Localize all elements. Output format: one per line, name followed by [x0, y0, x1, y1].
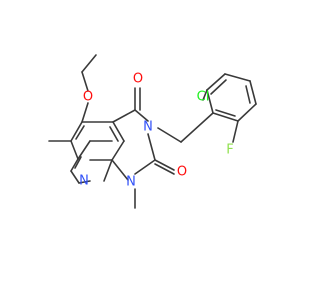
- bond: [237, 103, 257, 122]
- bond: [111, 159, 129, 181]
- bond: [249, 80, 257, 105]
- bond: [154, 159, 175, 171]
- bond: [224, 73, 251, 82]
- c2-carbonyl-oxygen-label: O: [177, 165, 187, 180]
- bond: [81, 71, 89, 92]
- bond: [103, 159, 113, 182]
- bond: [206, 73, 226, 91]
- bond: [157, 127, 182, 143]
- c4-carbonyl-oxygen-label: O: [133, 72, 143, 87]
- atom-labels: Cl F O O N O N N: [79, 72, 234, 190]
- bond: [81, 102, 89, 123]
- bond: [134, 109, 149, 122]
- bond: [112, 109, 136, 123]
- bond: [70, 158, 79, 172]
- bond: [134, 159, 156, 175]
- bond: [74, 156, 82, 169]
- molecule-diagram: Cl F O O N O N N: [48, 54, 257, 209]
- bond: [111, 140, 125, 161]
- bond: [202, 89, 208, 101]
- bond: [109, 126, 119, 142]
- bond: [232, 120, 239, 143]
- bond: [70, 170, 80, 184]
- structure-svg: Cl F O O N O N N: [48, 54, 257, 209]
- bond: [210, 79, 227, 95]
- bond: [212, 112, 239, 122]
- bond: [215, 109, 236, 117]
- bond: [70, 121, 83, 142]
- bond: [112, 121, 125, 142]
- bond: [245, 85, 251, 104]
- bond: [180, 112, 214, 143]
- bond: [154, 163, 175, 175]
- bond: [81, 54, 97, 73]
- fluorine-label: F: [226, 143, 233, 158]
- ethoxy-oxygen-label: O: [83, 90, 93, 105]
- bonds: [48, 54, 257, 209]
- n8-pyridine-nitrogen-label: N: [79, 174, 89, 189]
- n1-nitrogen-label: N: [126, 175, 136, 190]
- bond: [70, 140, 79, 160]
- n3-nitrogen-label: N: [143, 120, 153, 135]
- bond: [147, 133, 156, 161]
- chlorine-label: Cl: [197, 90, 210, 105]
- bond: [78, 180, 91, 184]
- bond: [75, 125, 85, 140]
- bond: [77, 140, 91, 160]
- bond: [206, 89, 214, 114]
